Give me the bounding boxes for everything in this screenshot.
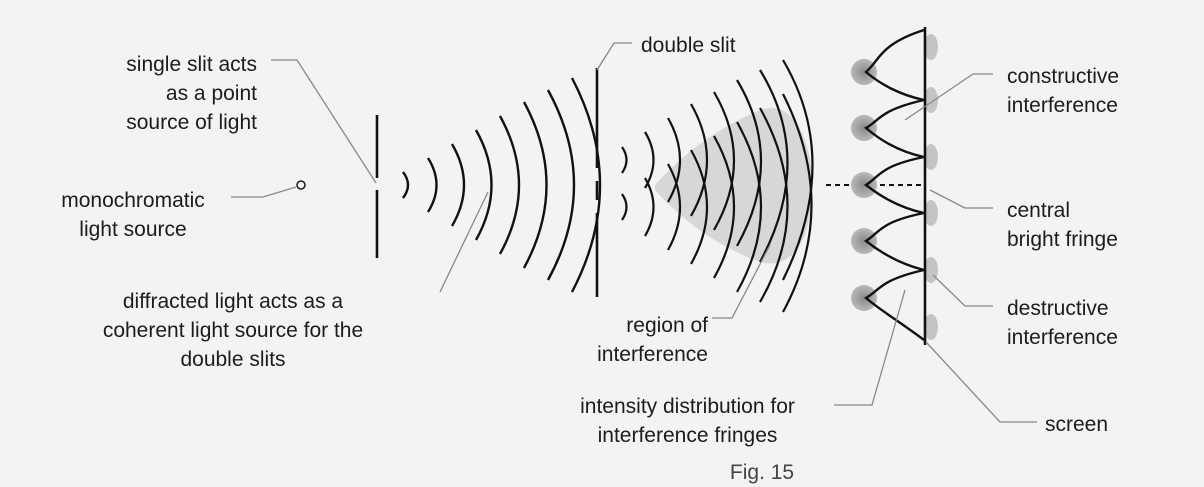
leader-single-slit — [271, 59, 377, 184]
bright-fringe-spot — [851, 172, 877, 198]
bright-fringe-spot — [851, 115, 877, 141]
single-slit-wavefronts — [402, 77, 602, 293]
single-slit-label-line: as a point — [165, 82, 257, 105]
figure-caption-text: Fig. 15 — [729, 461, 795, 484]
leader-diffracted — [439, 191, 489, 293]
bright-fringe-spot — [851, 228, 877, 254]
double-slit-label-text: double slit — [641, 34, 736, 57]
dark-fringe-spot — [924, 87, 938, 113]
leader-central — [929, 189, 993, 209]
region-of-interference-label: region of interference — [560, 311, 708, 369]
double-slit-label: double slit — [641, 31, 736, 60]
screen-label-text: screen — [1045, 413, 1109, 436]
region-label-line: interference — [597, 343, 708, 366]
diffracted-label: diffracted light acts as a coherent ligh… — [58, 287, 408, 374]
leader-intensity — [834, 289, 906, 406]
constructive-label-line: interference — [1007, 94, 1118, 117]
dark-fringe-spot — [924, 144, 938, 170]
intensity-label-line: intensity distribution for — [580, 395, 795, 418]
intensity-wave — [863, 28, 925, 341]
single-slit-label-line: single slit acts — [126, 53, 257, 76]
leader-region — [712, 244, 771, 319]
diffracted-label-line: double slits — [180, 348, 286, 371]
destructive-label-line: destructive — [1007, 297, 1109, 320]
leader-double-slit — [596, 42, 632, 71]
constructive-label-line: constructive — [1007, 65, 1120, 88]
central-label-line: central — [1007, 199, 1071, 222]
single-slit-label-line: source of light — [126, 111, 257, 134]
diffracted-label-line: diffracted light acts as a — [122, 290, 344, 313]
destructive-label-line: interference — [1007, 326, 1118, 349]
interference-region-shading — [655, 108, 813, 264]
single-slit-label: single slit acts as a point source of li… — [60, 50, 257, 137]
intensity-label-line: interference fringes — [597, 424, 778, 447]
figure-caption: Fig. 15 — [722, 458, 802, 487]
leader-screen — [925, 341, 1037, 423]
diagram-canvas — [231, 27, 1037, 423]
lower-slit-wavefronts — [621, 93, 813, 313]
leader-lines — [231, 42, 1037, 423]
central-bright-fringe-label: central bright fringe — [1007, 196, 1118, 254]
bright-fringe-spot — [851, 59, 877, 85]
screen-label: screen — [1045, 410, 1108, 439]
light-source-label-line: light source — [79, 218, 187, 241]
dark-fringe-spot — [924, 314, 938, 340]
region-label-line: region of — [626, 314, 708, 337]
fringe-spots — [851, 34, 938, 340]
diffracted-label-line: coherent light source for the — [102, 319, 364, 342]
light-source-dot — [296, 180, 306, 190]
dark-fringe-spot — [924, 34, 938, 60]
destructive-interference-label: destructive interference — [1007, 294, 1118, 352]
constructive-interference-label: constructive interference — [1007, 62, 1119, 120]
leader-destructive — [932, 274, 993, 307]
diagram-stage: single slit acts as a point source of li… — [38, 27, 1119, 484]
leader-constructive — [904, 73, 993, 121]
dark-fringe-spot — [924, 200, 938, 226]
bright-fringe-spot — [851, 285, 877, 311]
intensity-distribution-label: intensity distribution for interference … — [545, 392, 830, 450]
light-source-label: monochromatic light source — [38, 186, 228, 244]
leader-light-source-2 — [262, 186, 297, 198]
light-source-label-line: monochromatic — [61, 189, 205, 212]
central-label-line: bright fringe — [1007, 228, 1118, 251]
